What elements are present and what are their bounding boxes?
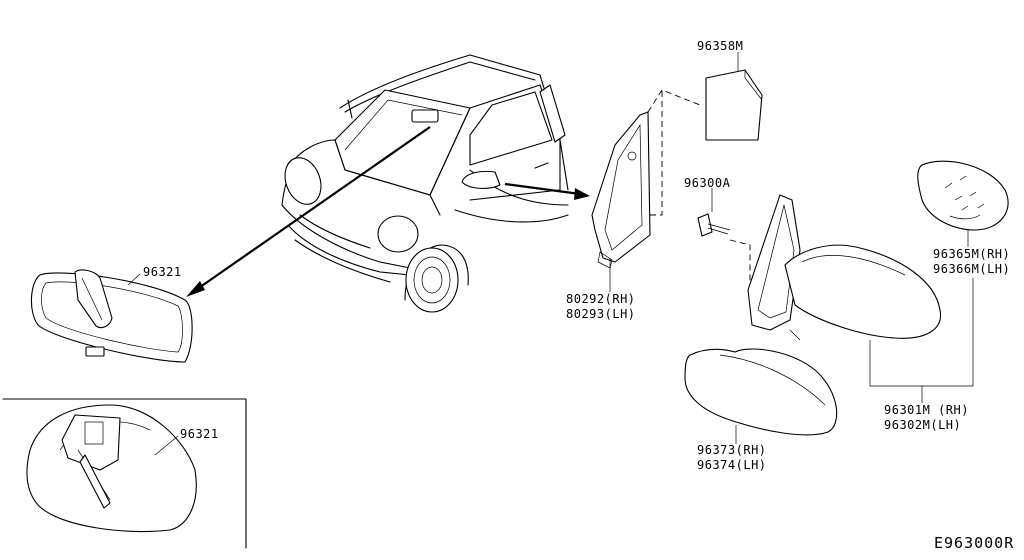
inside-mirror-drawing — [30, 269, 193, 363]
label-door-corner-cover-rh: 80292(RH) — [566, 292, 636, 306]
label-mirror-glass-lh: 96366M(LH) — [933, 262, 1010, 276]
leader-lines — [127, 52, 974, 456]
label-screw: 96300A — [684, 176, 731, 190]
label-mirror-glass-rh: 96365M(RH) — [933, 247, 1010, 261]
diagram-code: E963000R — [934, 534, 1014, 552]
car-illustration — [281, 54, 569, 313]
mirror-glass-drawing — [917, 160, 1009, 231]
detail-box — [2, 398, 247, 549]
label-door-mirror-assy-lh: 96302M(LH) — [884, 418, 961, 432]
label-door-corner-cover-lh: 80293(LH) — [566, 307, 636, 321]
callout-arrows — [186, 126, 590, 297]
door-mirror-assy-drawing — [747, 194, 942, 341]
door-corner-cover-drawing — [591, 89, 701, 269]
label-inside-mirror-detail: 96321 — [180, 427, 219, 441]
label-door-mirror-assy-rh: 96301M (RH) — [884, 403, 969, 417]
mirror-finisher-drawing — [705, 69, 763, 141]
label-mirror-cover-rh: 96373(RH) — [697, 443, 767, 457]
screw-drawing — [697, 213, 751, 295]
label-mirror-finisher: 96358M — [697, 39, 743, 53]
mirror-cover-drawing — [684, 348, 838, 436]
label-inside-mirror: 96321 — [143, 265, 182, 279]
label-mirror-cover-lh: 96374(LH) — [697, 458, 767, 472]
